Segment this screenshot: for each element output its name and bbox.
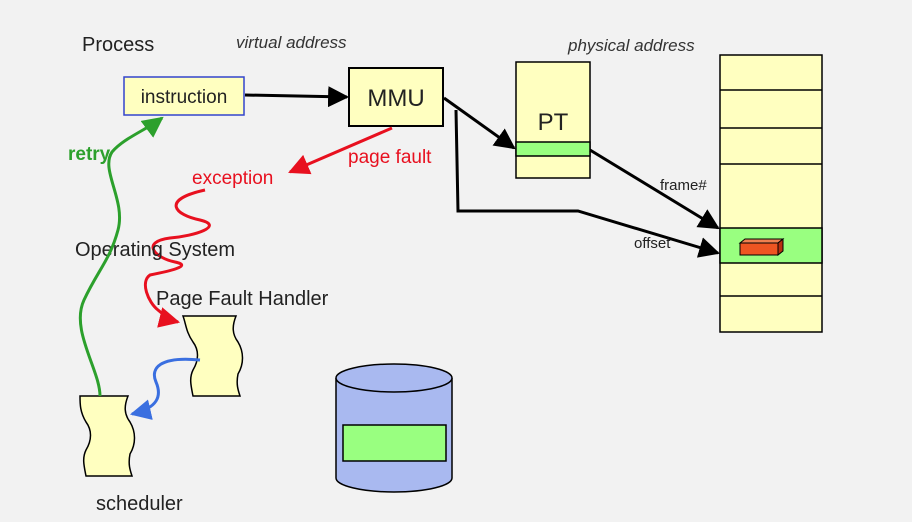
physical-address-label: physical address [567, 36, 695, 55]
mmu-to-pt-arrow [443, 96, 516, 150]
offset-label: offset [634, 235, 671, 252]
virtual-address-label: virtual address [236, 33, 347, 52]
retry-arrow [78, 116, 164, 397]
physical-memory [719, 54, 823, 333]
page-table-box [515, 61, 591, 179]
mmu-label: MMU [367, 85, 424, 112]
instruction-label: instruction [141, 87, 228, 108]
exception-label: exception [192, 168, 273, 189]
disk-page-highlight [342, 424, 447, 462]
page-fault-arrow [288, 126, 393, 175]
offset-arrow [454, 109, 721, 258]
scheduler-label: scheduler [96, 493, 183, 515]
pt-to-frame-arrow [589, 148, 720, 230]
page-fault-label: page fault [348, 147, 432, 168]
page-fault-handler-icon [181, 315, 244, 397]
exception-to-handler-arrow [144, 188, 211, 328]
instruction-to-mmu-arrow [244, 86, 350, 108]
instruction-box [123, 76, 245, 116]
operating-system-label: Operating System [75, 239, 235, 261]
scheduler-icon [79, 395, 136, 477]
disk-icon [335, 363, 453, 493]
frame-number-label: frame# [660, 177, 707, 194]
mmu-box [348, 67, 444, 127]
pt-label: PT [538, 109, 569, 136]
process-label: Process [82, 34, 154, 56]
page-table-entry-highlight [515, 141, 591, 157]
page-fault-handler-label: Page Fault Handler [156, 288, 329, 310]
handler-to-scheduler-arrow [129, 357, 201, 420]
data-block [738, 237, 785, 257]
retry-label: retry [68, 144, 111, 165]
